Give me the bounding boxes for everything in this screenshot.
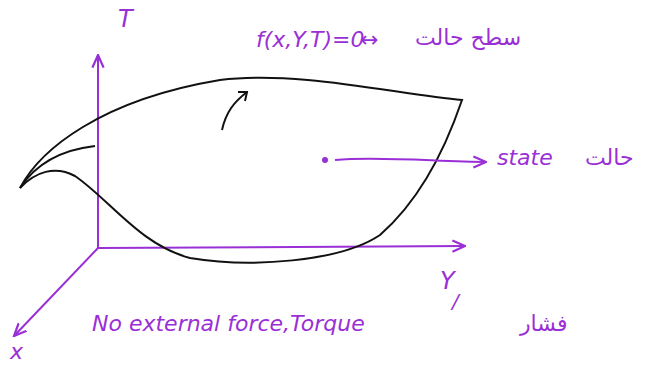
x-axis <box>14 248 98 336</box>
equivalence-symbol: ↔ <box>360 28 378 52</box>
equation: f(x,Y,T)=0 <box>256 28 364 52</box>
surface-fold <box>20 146 95 188</box>
axis-label: x <box>10 340 23 364</box>
persian-note: سطح حالت <box>415 26 521 50</box>
state-point <box>322 157 328 163</box>
axis-label: T <box>118 6 133 32</box>
persian-note: حالت <box>585 146 634 170</box>
arrow-head <box>238 92 247 101</box>
leader-line <box>222 92 247 130</box>
state-label: state <box>497 146 553 170</box>
state-surface <box>20 78 462 263</box>
y-axis <box>98 246 465 248</box>
persian-note: فشار <box>520 312 567 336</box>
separator: / <box>452 290 459 312</box>
leader-line <box>335 159 486 162</box>
note: No external force,Torque <box>92 312 365 336</box>
t-axis <box>97 55 99 248</box>
